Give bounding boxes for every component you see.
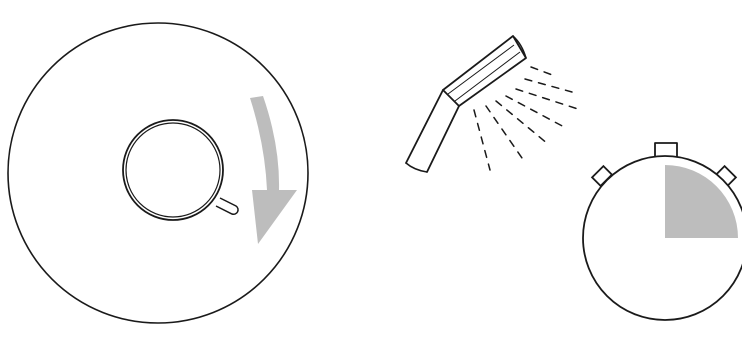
turntable-plate [8, 23, 308, 323]
mug-icon [123, 120, 238, 220]
shower-handle-tip [406, 163, 427, 172]
shower-head-panel [406, 36, 581, 172]
turntable-panel [8, 23, 308, 323]
stopwatch-crown [655, 143, 677, 157]
shower-handle [406, 90, 459, 172]
stopwatch-panel [583, 143, 742, 320]
shower-head-icon [443, 36, 526, 106]
clockwise-arrow-icon [250, 96, 297, 244]
